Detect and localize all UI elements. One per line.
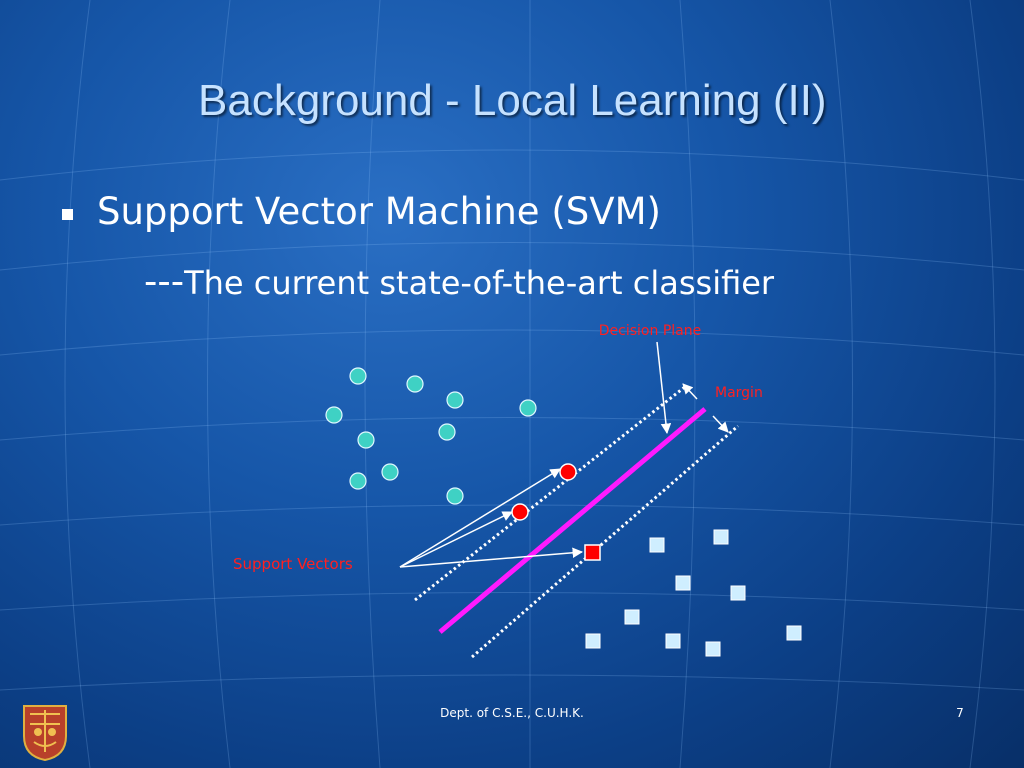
class-a-point xyxy=(349,472,367,490)
bullet-item: Support Vector Machine (SVM) xyxy=(62,190,661,233)
class-a-point xyxy=(446,391,464,409)
class-a-point xyxy=(357,431,375,449)
bullet-text: Support Vector Machine (SVM) xyxy=(97,190,661,233)
class-b-point xyxy=(665,633,681,649)
decision-plane-label: Decision Plane xyxy=(599,323,701,339)
class-a-point xyxy=(446,487,464,505)
sub-bullet-prefix: --- xyxy=(144,260,185,303)
support-vector-arrow xyxy=(399,468,561,568)
decision-plane-arrow xyxy=(656,341,672,435)
class-b-point xyxy=(624,609,640,625)
sub-bullet: ---The current state-of-the-art classifi… xyxy=(144,260,774,303)
margin-arrow-upper xyxy=(682,383,698,400)
bullet-square-icon xyxy=(62,209,73,220)
class-a-point xyxy=(381,463,399,481)
class-b-point xyxy=(675,575,691,591)
class-a-point xyxy=(325,406,343,424)
class-b-point xyxy=(705,641,721,657)
support-vectors-label: Support Vectors xyxy=(233,555,353,573)
margin-line-lower xyxy=(471,424,739,659)
class-b-point xyxy=(585,633,601,649)
footer-department: Dept. of C.S.E., C.U.H.K. xyxy=(440,706,584,720)
sub-bullet-text: The current state-of-the-art classifier xyxy=(184,264,775,302)
decision-plane-line xyxy=(438,407,707,634)
support-vector-arrow xyxy=(399,511,513,568)
support-vector-point xyxy=(584,544,601,561)
slide-title: Background - Local Learning (II) xyxy=(198,76,827,125)
university-crest-icon xyxy=(23,705,67,762)
margin-line-upper xyxy=(414,384,687,602)
margin-label: Margin xyxy=(715,385,763,401)
class-a-point xyxy=(349,367,367,385)
support-vector-point xyxy=(511,503,529,521)
support-vector-point xyxy=(559,463,577,481)
class-a-point xyxy=(519,399,537,417)
class-b-point xyxy=(649,537,665,553)
class-a-point xyxy=(406,375,424,393)
class-b-point xyxy=(730,585,746,601)
support-vector-arrow xyxy=(399,547,584,568)
class-a-point xyxy=(438,423,456,441)
class-b-point xyxy=(786,625,802,641)
margin-arrow-lower xyxy=(712,415,729,433)
page-number: 7 xyxy=(956,706,964,720)
class-b-point xyxy=(713,529,729,545)
